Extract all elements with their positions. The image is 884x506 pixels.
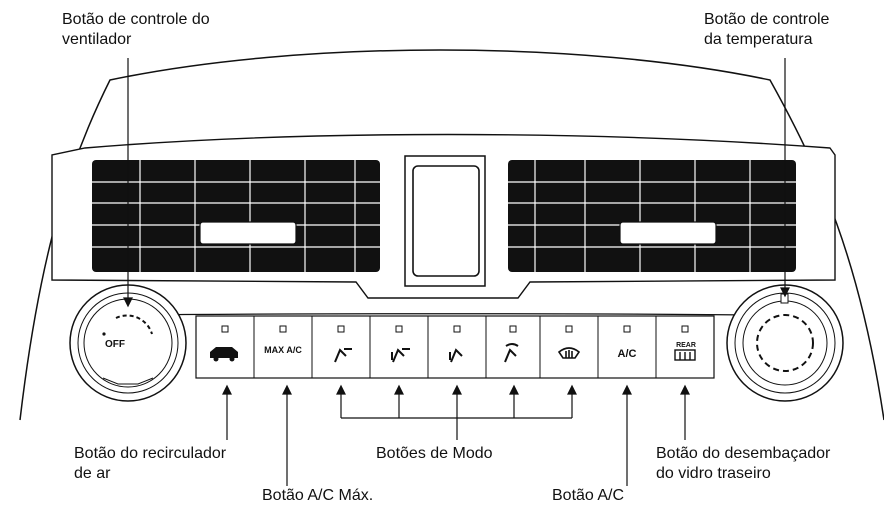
windshield-defrost-icon	[557, 347, 581, 359]
indicator-lights	[221, 325, 689, 333]
recirculation-button-label: Botão do recirculador de ar	[74, 445, 227, 482]
max-ac-button-callout: Botão A/C Máx.	[262, 487, 374, 504]
ac-button-label: A/C	[617, 348, 637, 360]
button-separators	[253, 316, 657, 378]
rear-defrost-button-label: Botão do desembaçador do vidro traseiro	[656, 445, 831, 482]
vent-face-icon	[334, 348, 352, 363]
fan-dial-label: Botão de controle do ventilador	[62, 11, 210, 48]
rear-defrost-icon	[674, 349, 696, 361]
temperature-dial-label: Botão de controle da temperatura	[704, 11, 830, 48]
car-recirculation-icon	[210, 347, 238, 362]
vent-floor-icon	[449, 348, 463, 363]
hazard-switch	[412, 165, 480, 277]
max-ac-button-label: MAX A/C	[264, 345, 302, 355]
temperature-dial	[726, 284, 844, 402]
fan-off-label: OFF	[105, 339, 125, 350]
right-air-vent	[508, 160, 796, 272]
ac-button-callout: Botão A/C	[552, 487, 625, 504]
mode-buttons-label: Botões de Modo	[376, 445, 493, 462]
rear-button-label: REAR	[676, 342, 696, 349]
vent-floor-defrost-icon	[504, 343, 519, 363]
left-air-vent	[92, 160, 380, 272]
leader-lines	[123, 58, 790, 486]
vent-bilevel-icon	[391, 348, 410, 363]
